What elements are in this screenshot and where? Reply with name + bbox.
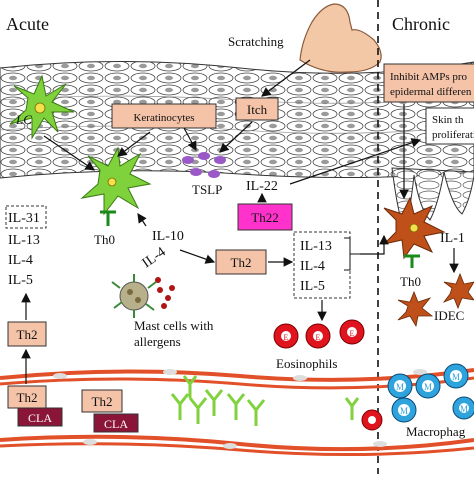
macrophage-marker-5: M	[460, 404, 468, 414]
itch-box	[235, 97, 279, 121]
idec-cell-icon	[397, 272, 474, 328]
il31-box	[5, 205, 47, 229]
th0-left-label: Th0	[94, 232, 115, 247]
mast-cell-icon	[111, 274, 175, 318]
pathway-arrows	[21, 59, 459, 384]
inhibit-amps-line1: Inhibit AMPs pro	[390, 71, 468, 83]
macrophage-marker-3: M	[452, 372, 460, 382]
scratching-finger-icon	[299, 3, 382, 73]
keratinocytes-label: Keratinocytes	[133, 112, 194, 124]
th0-right-label: Th0	[400, 274, 421, 289]
il5-right-label: IL-5	[300, 279, 325, 294]
mast-cells-label-line1: Mast cells with	[134, 318, 214, 333]
eosinophils-label: Eosinophils	[276, 356, 337, 371]
skin-thickening-line2: proliferati	[432, 129, 474, 141]
langerhans-cell-icon	[9, 74, 75, 140]
th2-vessel-box-2	[81, 389, 123, 413]
th22-label: Th22	[251, 210, 278, 225]
il31-label: IL-31	[8, 211, 40, 226]
cla-box-2	[93, 413, 139, 433]
th22-box	[237, 203, 293, 231]
il5-left-label: IL-5	[8, 273, 33, 288]
macrophages-label: Macrophag	[406, 424, 466, 439]
skin-thickening-line1: Skin th	[432, 114, 464, 126]
th0-receptor-icon	[100, 210, 116, 226]
cla-label-2: CLA	[104, 417, 128, 431]
th2-mid-box	[215, 249, 267, 275]
il13-left-label: IL-13	[8, 233, 40, 248]
antibody-icons	[170, 375, 360, 426]
th2-mid-label: Th2	[231, 255, 252, 270]
inhibit-amps-line2: epidermal differen	[390, 86, 472, 98]
macrophage-marker-4: M	[400, 406, 408, 416]
il4-mid-label: IL-4	[140, 245, 169, 272]
tslp-label: TSLP	[192, 182, 222, 197]
mast-cells-label-line2: allergens	[134, 334, 181, 349]
th0-dendritic-cell-icon	[80, 146, 152, 216]
macrophage-cells-icon: M M M M M	[387, 363, 474, 423]
cla-label-1: CLA	[28, 411, 52, 425]
il4-right-label: IL-4	[300, 259, 325, 274]
eosinophil-marker-1: E	[284, 333, 289, 342]
itch-label: Itch	[247, 102, 268, 117]
th2-cytokines-box	[293, 231, 351, 299]
il4-left-label: IL-4	[8, 253, 33, 268]
cla-box-1	[17, 407, 63, 427]
macrophage-marker-2: M	[424, 382, 432, 392]
th2-vessel-label-2: Th2	[92, 394, 113, 409]
skin-thickening-box	[425, 107, 474, 145]
tslp-cytokine-icon	[182, 152, 226, 178]
il22-label: IL-22	[246, 179, 278, 194]
macrophage-marker-1: M	[396, 382, 404, 392]
scratching-label: Scratching	[228, 34, 284, 49]
inhibit-amps-box	[383, 63, 474, 103]
eosinophil-marker-2: E	[316, 333, 321, 342]
il10-label: IL-10	[152, 229, 184, 244]
eosinophil-marker-3: E	[350, 329, 355, 338]
chronic-section-title: Chronic	[392, 14, 450, 34]
keratinocytes-box	[111, 103, 217, 129]
acute-section-title: Acute	[6, 14, 49, 34]
th0-chronic-receptor-icon	[404, 254, 420, 268]
vessel-eosinophil-icon	[361, 409, 383, 431]
il1-partial-label: IL-1	[440, 231, 465, 246]
idec-label: IDEC	[434, 308, 464, 323]
cytokine-bracket	[344, 237, 360, 271]
eosinophil-cell-icon: E E E	[273, 319, 365, 349]
th2-left-box	[7, 321, 47, 347]
lc-label: LC	[15, 112, 32, 127]
th0-chronic-cell-icon	[382, 196, 446, 260]
th2-left-label: Th2	[17, 327, 38, 342]
th2-vessel-label-1: Th2	[17, 390, 38, 405]
il13-right-label: IL-13	[300, 239, 332, 254]
